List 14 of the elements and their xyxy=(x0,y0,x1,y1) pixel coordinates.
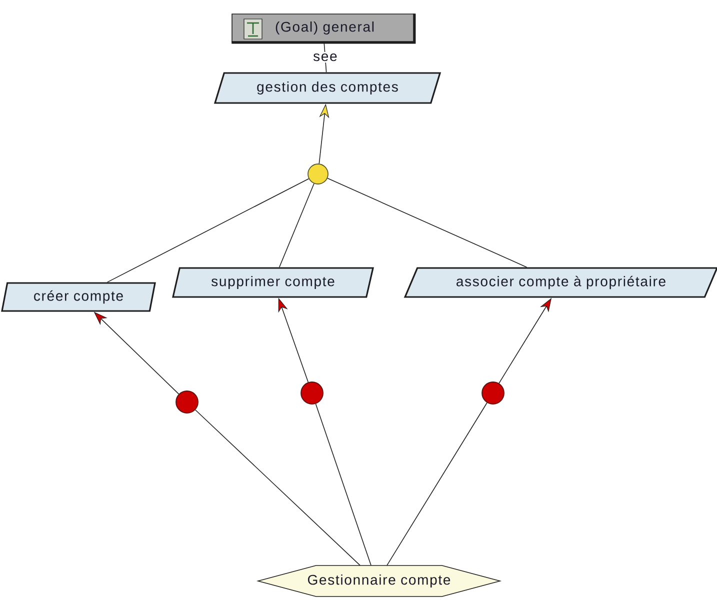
connector xyxy=(327,178,528,268)
goal-box: (Goal) general xyxy=(232,14,416,44)
connector xyxy=(194,409,360,566)
link-dot xyxy=(300,382,324,404)
connector xyxy=(315,403,372,566)
link-dot xyxy=(176,390,198,414)
edge-label: see xyxy=(312,52,339,63)
junction-circle xyxy=(308,164,328,184)
parallelogram-box: supprimer compte xyxy=(172,267,374,298)
parallelogram-box: créer compte xyxy=(1,282,156,312)
connector xyxy=(278,183,314,268)
connector xyxy=(386,402,488,566)
connector xyxy=(106,178,310,283)
link-dot xyxy=(482,382,504,404)
